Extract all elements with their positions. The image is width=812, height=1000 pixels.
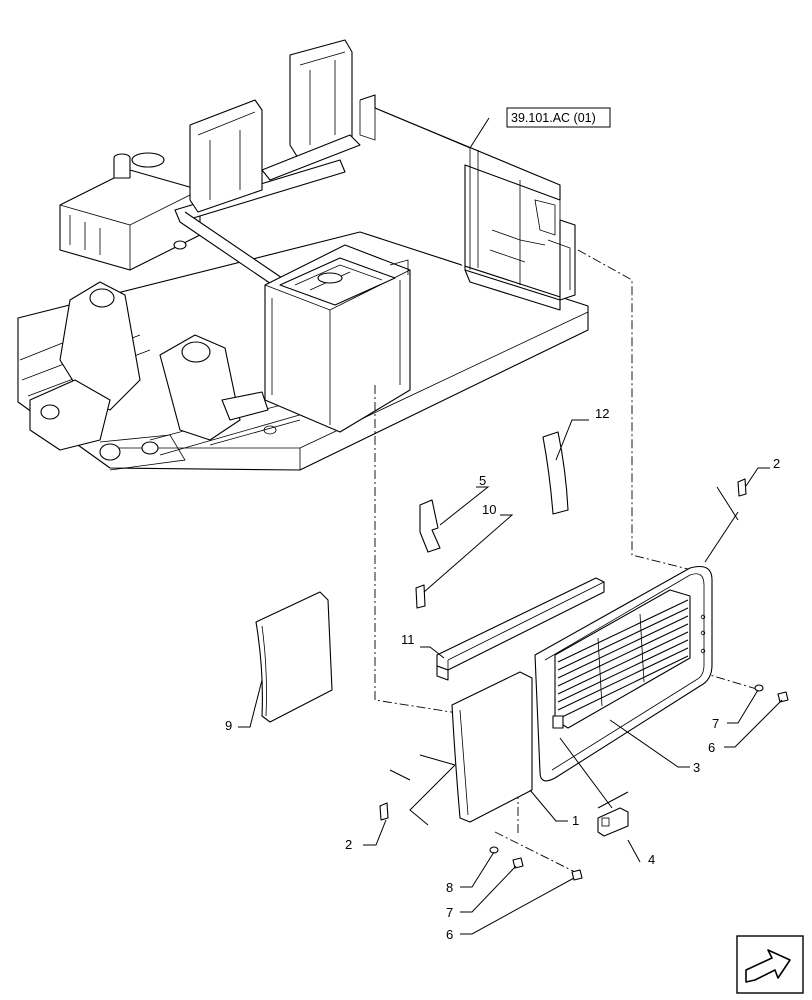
callout-10: 10 [482,502,496,517]
callout-12: 12 [595,406,609,421]
part-2-clip-bottom [379,802,389,821]
callout-11: 11 [401,632,415,647]
fasteners [489,684,789,881]
part-3-side-panel [534,565,713,782]
part-2-clip-top [737,478,747,497]
assembly-lines [374,249,761,873]
part-11-channel [436,577,605,681]
callout-4: 4 [648,852,655,867]
part-5-bracket [419,499,441,553]
callout-2-top: 2 [773,456,780,471]
callout-leaders [238,117,783,935]
reference-label: 39.101.AC (01) [511,111,596,125]
reference-box[interactable]: 39.101.AC (01) [506,107,611,128]
callout-labels: 12 5 10 2 11 9 7 6 3 1 4 2 8 7 6 [225,406,780,942]
next-page-arrow-icon[interactable] [736,935,804,994]
part-10-clip [415,584,426,609]
part-1-left-panel [451,671,533,823]
callout-5: 5 [479,473,486,488]
part-9-curved-panel [255,591,333,723]
callout-8: 6 [446,927,453,942]
callout-6-right: 6 [708,740,715,755]
part-12-trim [542,431,569,515]
callout-1: 1 [572,813,579,828]
machine-frame [17,39,589,471]
callout-3: 3 [693,760,700,775]
part-4-latch [597,807,629,837]
callout-6-bottom: 7 [446,905,453,920]
callout-2-bottom: 2 [345,837,352,852]
callout-7-bottom: 8 [446,880,453,895]
callout-7-right: 7 [712,716,719,731]
callout-9: 9 [225,718,232,733]
